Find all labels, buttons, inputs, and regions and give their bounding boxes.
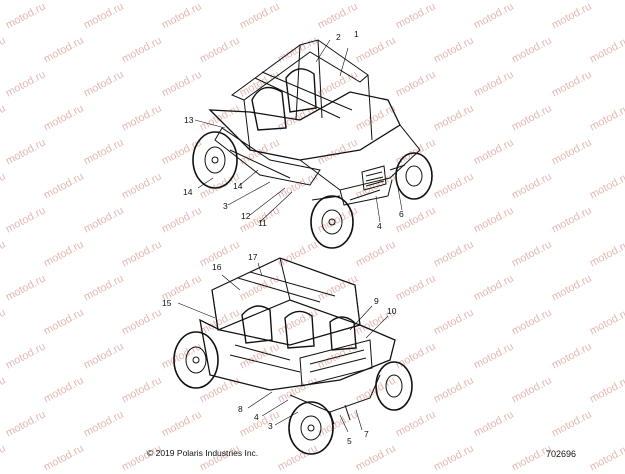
callout-2: 2 bbox=[336, 32, 341, 42]
callout-3-bottom: 3 bbox=[268, 421, 273, 431]
callout-17: 17 bbox=[248, 252, 258, 262]
copyright-text: © 2019 Polaris Industries Inc. bbox=[147, 448, 259, 458]
callout-11: 11 bbox=[258, 218, 267, 228]
callout-6: 6 bbox=[399, 209, 404, 219]
callout-12: 12 bbox=[241, 211, 251, 221]
callout-5: 5 bbox=[347, 436, 352, 446]
top-vehicle-drawing bbox=[192, 39, 433, 249]
bottom-vehicle-drawing bbox=[173, 257, 413, 455]
callout-9: 9 bbox=[374, 296, 379, 306]
callout-4-bottom: 4 bbox=[254, 412, 259, 422]
callout-1: 1 bbox=[354, 29, 359, 39]
callout-4: 4 bbox=[377, 221, 382, 231]
callout-7: 7 bbox=[364, 429, 369, 439]
callout-14-b: 14 bbox=[233, 181, 243, 191]
callout-10: 10 bbox=[387, 306, 397, 316]
callout-15: 15 bbox=[162, 298, 172, 308]
reference-number: 702696 bbox=[546, 449, 577, 459]
callout-8: 8 bbox=[238, 404, 243, 414]
callout-16: 16 bbox=[212, 262, 222, 272]
callout-13: 13 bbox=[184, 115, 194, 125]
callout-14-a: 14 bbox=[183, 187, 193, 197]
callout-3: 3 bbox=[223, 201, 228, 211]
